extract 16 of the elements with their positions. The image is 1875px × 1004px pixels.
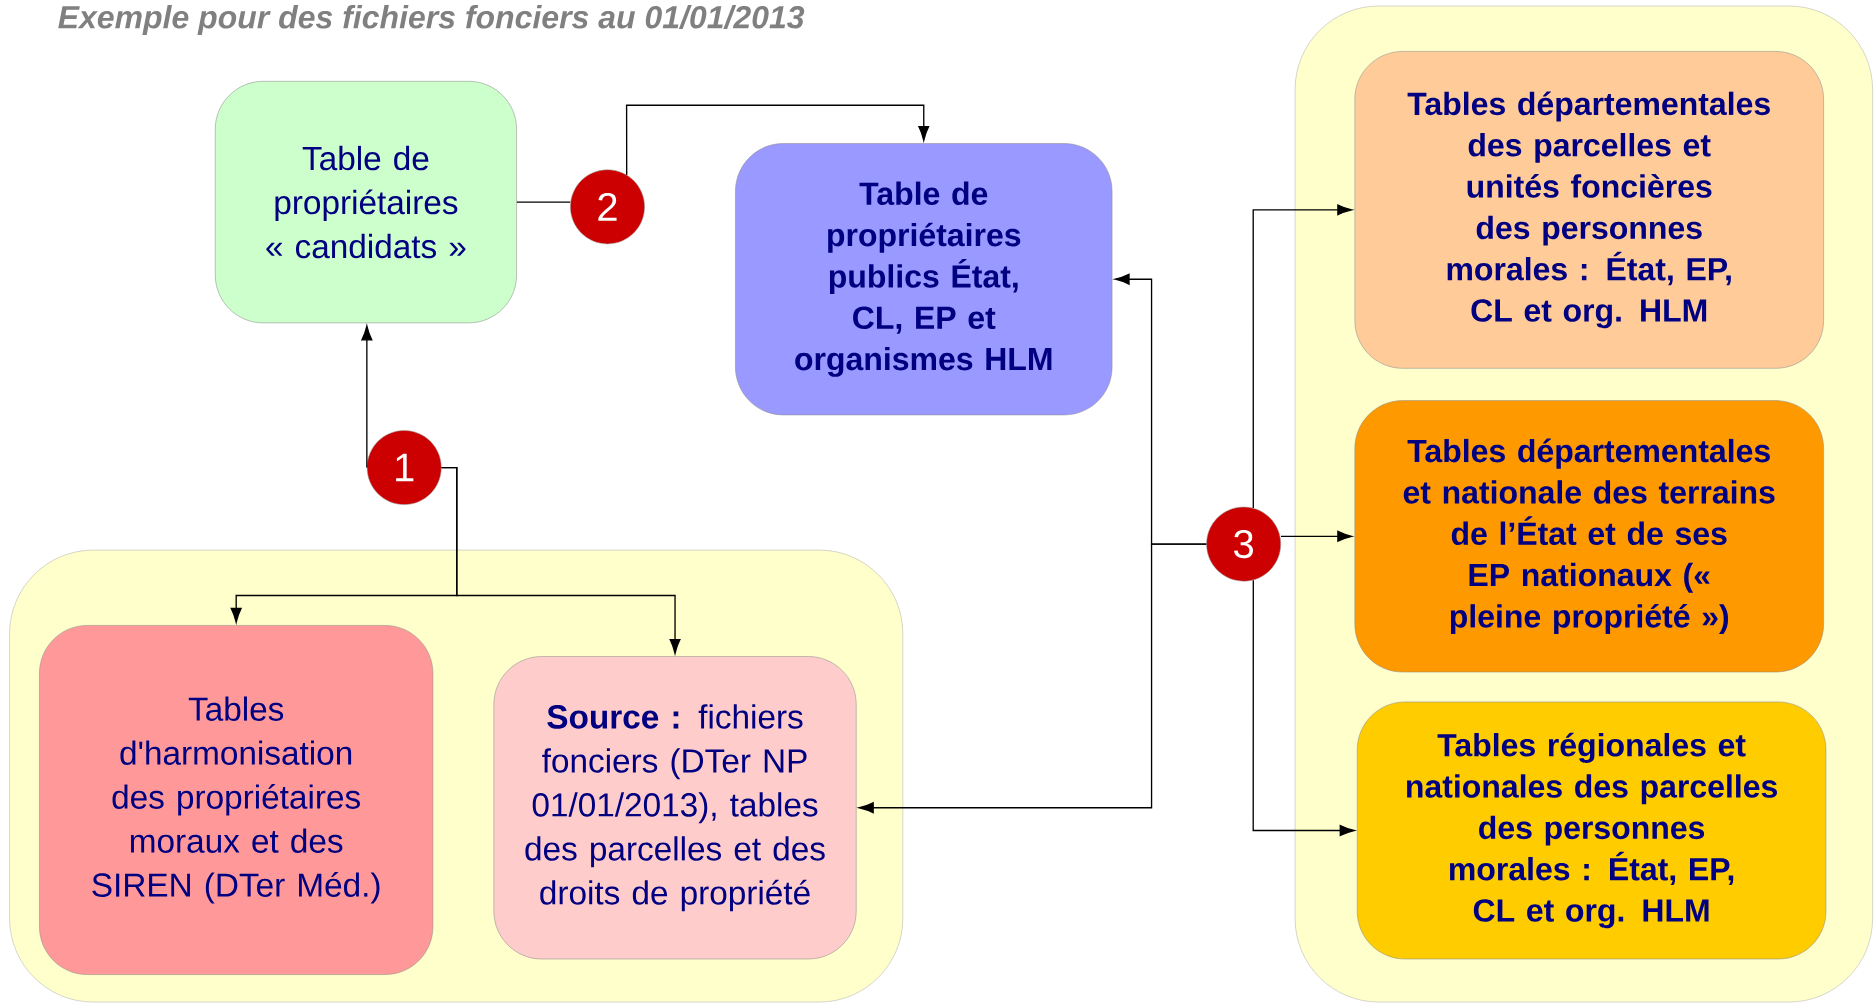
process-box: Tables départementales des parcelles et unités foncières des personnes morales : État, EP, CL et org. HLM: [1354, 50, 1824, 369]
process-box: Tables départementales et nationale des terrains de l’État et de ses EP nationaux (« pleine propriété »): [1354, 400, 1824, 673]
process-box: Table de propriétaires publics État, CL, EP et organismes HLM: [735, 143, 1113, 415]
title-text: Exemple pour des fichiers fonciers au 01/01/2013: [58, 4, 805, 35]
process-box: Tables régionales et nationales des parcelles des personnes morales : État, EP, CL et org. HLM: [1356, 701, 1827, 960]
arrow: [625, 104, 930, 176]
arrow: [1280, 530, 1353, 542]
arrow: [1252, 579, 1355, 836]
arrow: [361, 325, 373, 468]
arrow: [858, 543, 1207, 814]
process-box: Source : fichiers fonciers (DTer NP 01/01/2013), tables des parcelles et des droits de propriété: [493, 656, 857, 960]
connector-line: [516, 201, 571, 203]
arrow: [440, 466, 681, 654]
process-box: Table de propriétaires « candidats »: [215, 80, 517, 323]
arrow: [1252, 204, 1353, 509]
process-box: Tables d'harmonisation des propriétaires moraux et des SIREN (DTer Méd.): [39, 624, 434, 975]
